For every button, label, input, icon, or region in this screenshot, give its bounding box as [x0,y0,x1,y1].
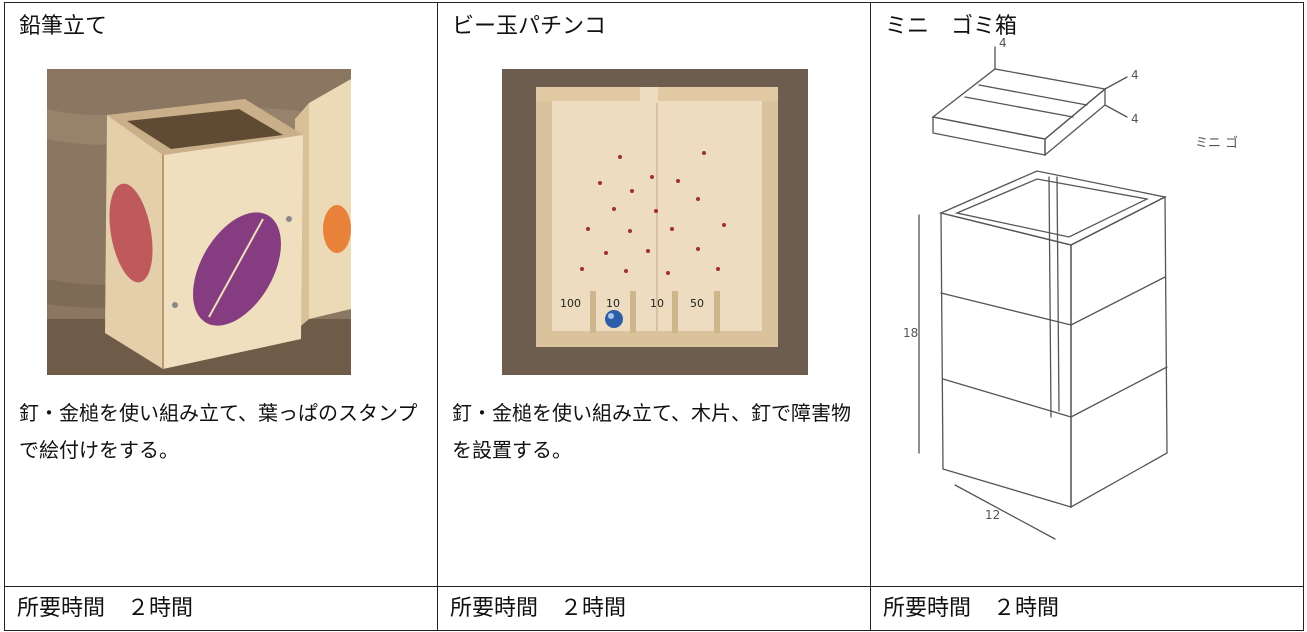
cell-mini-trash-box: ミニ ゴミ箱 [870,2,1304,587]
cell-marble-pachinko: ビー玉パチンコ [437,2,871,587]
craft-table: 鉛筆立て [4,2,1304,631]
label-lid-top: 4 [999,36,1007,50]
marble [605,310,623,328]
slot-label-10a: 10 [606,297,620,310]
label-lid-bottom: 4 [1131,112,1139,126]
label-width: 12 [985,508,1000,522]
sketch-mini-trash-box: 4 4 4 18 12 ミニ ゴ [895,7,1295,583]
cell-pencil-stand: 鉛筆立て [4,2,438,587]
description-pencil-stand: 釘・金槌を使い組み立て、葉っぱのスタンプで絵付けをする。 [19,401,418,462]
time-pencil-stand: 所要時間 ２時間 [17,595,194,621]
label-lid-side: 4 [1131,68,1139,82]
time-mini-trash-box-cell: 所要時間 ２時間 [870,586,1304,631]
label-note: ミニ ゴ [1195,135,1238,151]
title-marble-pachinko: ビー玉パチンコ [452,14,607,39]
slot-label-100: 100 [560,297,581,310]
time-marble-pachinko: 所要時間 ２時間 [450,595,627,621]
time-pencil-stand-cell: 所要時間 ２時間 [4,586,438,631]
photo-pencil-stand [47,69,351,375]
description-marble-pachinko: 釘・金槌を使い組み立て、木片、釘で障害物を設置する。 [452,401,851,462]
title-pencil-stand: 鉛筆立て [19,14,108,39]
photo-marble-pachinko: 100 10 10 50 [502,69,808,375]
time-mini-trash-box: 所要時間 ２時間 [883,595,1060,621]
time-marble-pachinko-cell: 所要時間 ２時間 [437,586,871,631]
label-height: 18 [903,326,918,340]
slot-label-10b: 10 [650,297,664,310]
title-mini-trash-box: ミニ ゴミ箱 [885,14,1018,39]
slot-label-50: 50 [690,297,704,310]
